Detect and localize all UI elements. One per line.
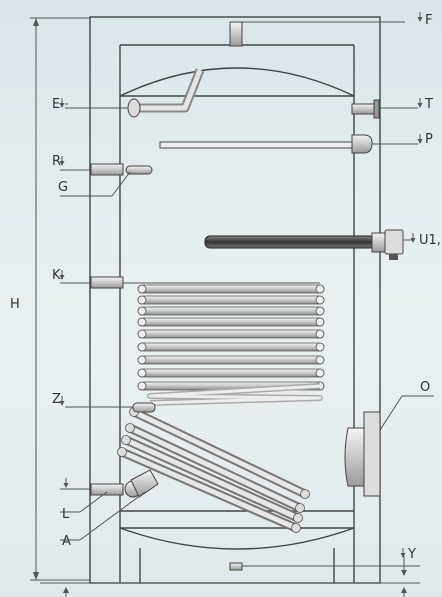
label-a: A: [62, 534, 71, 549]
coil-turn: [137, 355, 325, 365]
coil-turn: [137, 329, 325, 339]
coil-turn: [137, 284, 325, 294]
inspection-flange-o: [344, 411, 381, 497]
upper-heat-exchanger-coil: [137, 284, 325, 406]
connection-t: [351, 103, 377, 115]
dimension-h: [30, 17, 420, 584]
label-y: Y: [407, 547, 416, 562]
label-f: F: [425, 13, 432, 28]
connection-y: [229, 562, 243, 571]
label-p: P: [425, 132, 433, 147]
label-l: L: [62, 507, 70, 522]
label-z: Z: [52, 392, 61, 407]
coil-turn: [137, 342, 325, 352]
coil-turn: [137, 317, 325, 327]
label-arrows: [59, 12, 423, 558]
coil-turn: [137, 306, 325, 316]
coil-turn: [137, 295, 325, 305]
lower-heat-exchanger-coil: [117, 407, 310, 533]
label-t: T: [424, 97, 433, 112]
connection-z: [132, 402, 156, 413]
label-r: R: [52, 154, 61, 169]
label-u1: U1,: [419, 233, 441, 248]
connection-k: [90, 276, 124, 289]
bottom-arrows: [63, 556, 407, 597]
pipe-g: [125, 165, 153, 175]
electric-heater-u1: [204, 229, 404, 260]
connection-l: [90, 483, 124, 496]
label-o: O: [420, 380, 430, 395]
label-g: G: [58, 180, 68, 195]
label-h: H: [10, 297, 20, 312]
label-e: E: [52, 97, 60, 112]
coil-turn: [137, 368, 325, 378]
sensor-tube-p: [159, 141, 357, 149]
label-k: K: [52, 268, 61, 283]
connection-r: [90, 163, 124, 176]
connection-f: [229, 21, 243, 47]
